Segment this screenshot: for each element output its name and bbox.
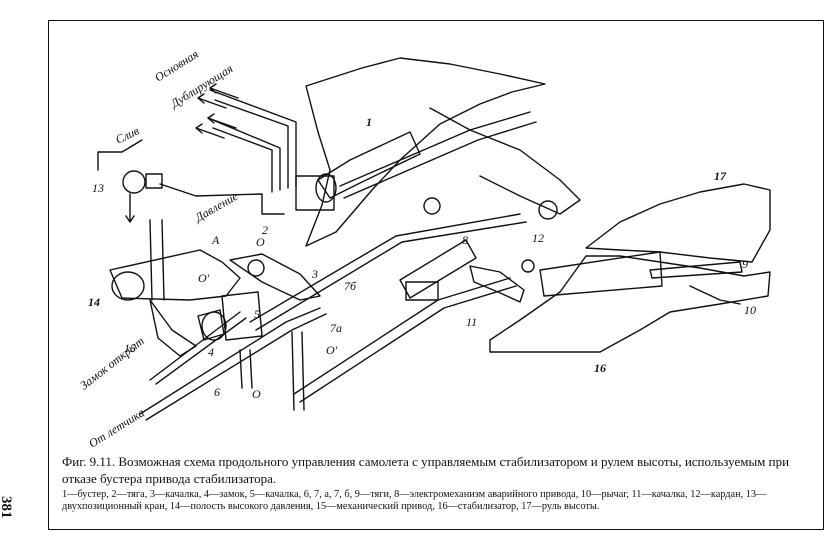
pressure-cavity-14 <box>109 249 241 301</box>
support-post-center <box>239 349 253 389</box>
stabilizer-tube <box>539 251 663 297</box>
caption-title: Фиг. 9.11. Возможная схема продольного у… <box>62 454 790 486</box>
support-post-right <box>291 331 305 411</box>
drain-line <box>97 139 143 171</box>
label-zamok-otkryt: Замок открыт <box>77 334 147 393</box>
distribution-block <box>295 175 335 211</box>
label-6: 6 <box>214 385 220 399</box>
rod-zamok <box>149 311 247 385</box>
label-O-prime-left: О′ <box>198 271 210 285</box>
rocker-5 <box>221 291 263 341</box>
label-9: 9 <box>742 257 748 271</box>
label-O-bottom: О <box>252 387 261 401</box>
rod-9 <box>649 261 743 279</box>
label-O-top: О <box>256 235 265 249</box>
upper-fin-surface <box>305 57 546 247</box>
rocker-3 <box>229 253 321 301</box>
mechanical-drive-15 <box>149 299 197 357</box>
label-13: 13 <box>92 181 104 195</box>
rod-6 <box>139 307 327 421</box>
booster-1 <box>317 131 421 199</box>
label-12: 12 <box>532 231 544 245</box>
figure-legend: 1—бустер, 2—тяга, 3—качалка, 4—замок, 5—… <box>62 489 767 512</box>
pressure-line <box>159 183 285 215</box>
label-2: 2 <box>262 223 268 237</box>
label-17: 17 <box>714 169 727 183</box>
label-ot-letchika: От летчика <box>86 405 147 450</box>
label-10: 10 <box>744 303 756 317</box>
label-4: 4 <box>208 345 214 359</box>
two-position-valve-13 <box>122 170 146 194</box>
label-1: 1 <box>366 115 372 129</box>
label-16: 16 <box>594 361 606 375</box>
cardan-12 <box>521 259 535 273</box>
lever-10 <box>689 285 741 305</box>
label-15: 15 <box>124 341 136 355</box>
support-post-left <box>149 219 165 301</box>
label-O-prime-right: О′ <box>326 343 338 357</box>
hydraulic-lines <box>207 89 297 193</box>
figure-caption: Фиг. 9.11. Возможная схема продольного у… <box>62 453 814 487</box>
valve-body <box>145 173 163 189</box>
elevator-surface <box>585 183 771 263</box>
rocker-11 <box>469 265 525 303</box>
label-11: 11 <box>466 315 477 329</box>
label-5: 5 <box>254 307 260 321</box>
label-osnovnaya: Основная <box>152 47 201 85</box>
label-A: А <box>211 233 220 247</box>
stabilizer-surface <box>489 255 771 353</box>
label-7a: 7а <box>330 321 342 335</box>
upper-rocker <box>429 107 581 215</box>
rod-7b <box>249 213 527 331</box>
rod-7a <box>293 277 517 403</box>
label-3: 3 <box>311 267 318 281</box>
label-8: 8 <box>462 233 468 247</box>
label-14: 14 <box>88 295 100 309</box>
label-7b: 7б <box>344 279 357 293</box>
arrows-upper <box>195 83 239 139</box>
label-davlenie: Давление <box>192 189 241 225</box>
figure-frame <box>48 20 824 530</box>
arrow-valve-down <box>125 193 135 223</box>
